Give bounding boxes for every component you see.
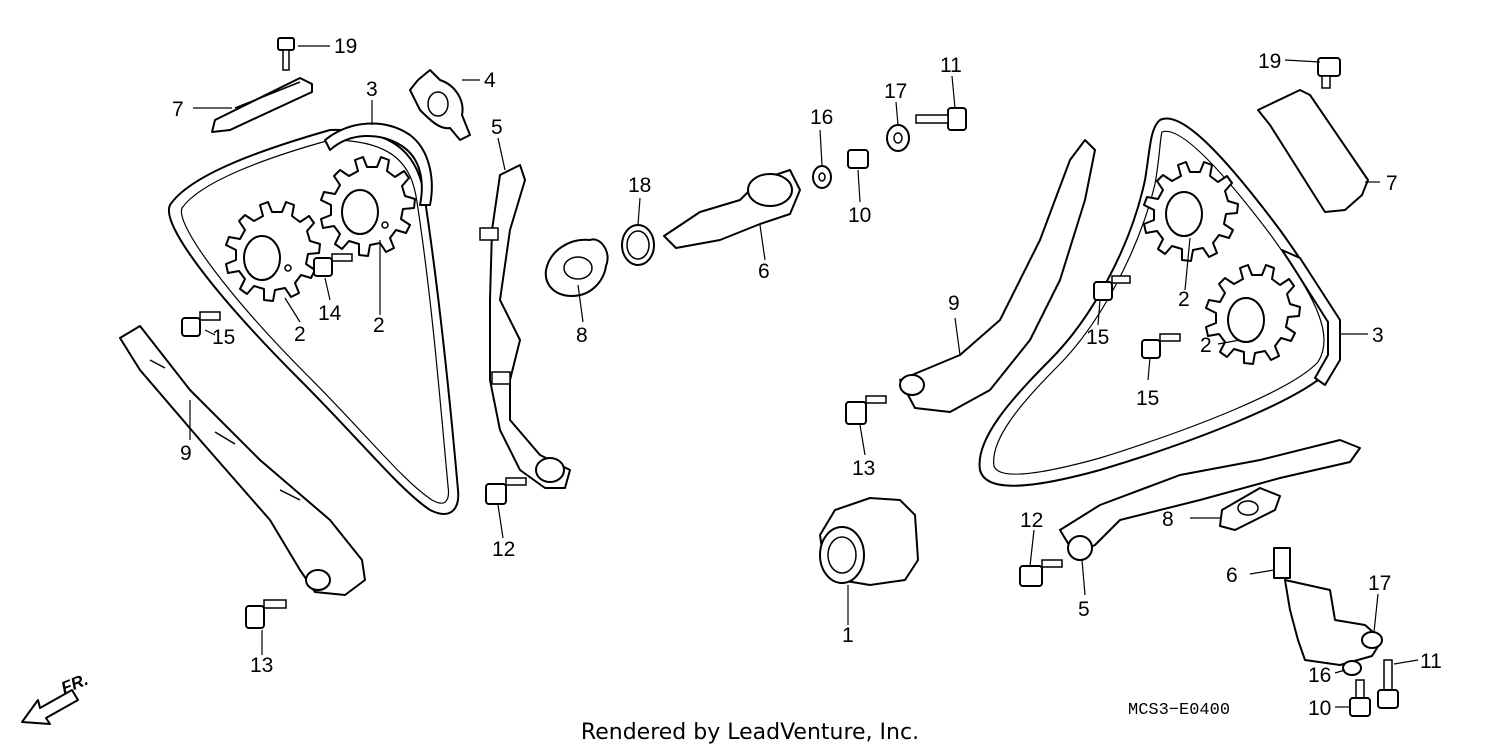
label-6-top: 6	[758, 260, 770, 283]
label-6-right: 6	[1226, 564, 1238, 587]
left-bolt-13	[245, 599, 287, 629]
right-tensioner-lifter	[1273, 547, 1383, 666]
credit-text: Rendered by LeadVenture, Inc.	[581, 720, 919, 745]
label-5-right: 5	[1078, 598, 1090, 621]
bolt-10-top	[847, 149, 869, 169]
chain-guide-plate	[409, 69, 471, 141]
label-11-top: 11	[940, 54, 962, 77]
label-19-right: 19	[1258, 50, 1281, 73]
label-5-left: 5	[491, 116, 503, 139]
label-2-left-a: 2	[294, 323, 306, 346]
right-cam-chain	[978, 117, 1339, 487]
label-7-left: 7	[172, 98, 184, 121]
right-guide-5	[1059, 439, 1361, 561]
right-cam-sprocket-lower	[1205, 264, 1301, 365]
left-gasket	[544, 238, 609, 297]
arrow-icon	[21, 689, 79, 725]
right-washer-17	[1361, 631, 1383, 649]
washer-16	[812, 165, 832, 189]
leader-lines	[189, 45, 1419, 708]
right-gasket	[1219, 487, 1281, 531]
right-chain-segment	[1281, 249, 1341, 386]
label-15-right-a: 15	[1086, 326, 1109, 349]
label-8-left: 8	[576, 324, 588, 347]
bolt-14	[313, 253, 353, 277]
label-7-right: 7	[1386, 172, 1398, 195]
label-10-top: 10	[848, 204, 871, 227]
left-tensioner-arm	[119, 325, 366, 596]
label-18: 18	[628, 174, 651, 197]
left-chain-guide-5	[479, 164, 571, 489]
label-17-right: 17	[1368, 572, 1391, 595]
right-bolt-10	[1349, 679, 1371, 717]
label-4: 4	[484, 69, 496, 92]
label-14: 14	[318, 302, 342, 325]
left-chain-guide-top	[211, 77, 313, 133]
right-bolt-15-upper	[1093, 275, 1131, 301]
label-13-right: 13	[852, 457, 875, 480]
label-12-right: 12	[1020, 509, 1043, 532]
o-ring	[621, 224, 655, 266]
label-16-top: 16	[810, 106, 833, 129]
front-direction-indicator: FR.	[21, 670, 91, 725]
left-bolt-15	[181, 311, 221, 337]
left-cam-sprocket-upper	[320, 156, 416, 257]
right-cam-sprocket-upper	[1143, 161, 1239, 262]
right-bolt-15-lower	[1141, 333, 1181, 359]
label-9-right: 9	[948, 292, 960, 315]
label-2-right-a: 2	[1178, 288, 1190, 311]
label-10-right: 10	[1308, 697, 1331, 720]
left-cam-sprocket-lower	[225, 201, 321, 302]
right-washer-16	[1342, 660, 1362, 676]
label-2-left-b: 2	[373, 314, 385, 337]
label-3-right: 3	[1372, 324, 1384, 347]
left-chain-segment	[324, 122, 433, 206]
label-17-top: 17	[884, 80, 907, 103]
label-19-left: 19	[334, 35, 357, 58]
right-bolt-12	[1019, 559, 1063, 587]
fr-label: FR.	[58, 670, 91, 698]
right-bolt-13	[845, 395, 887, 425]
tensioner-lifter	[663, 169, 801, 249]
label-1: 1	[842, 624, 854, 647]
label-16-right: 16	[1308, 664, 1331, 687]
washer-17-top	[886, 124, 910, 152]
left-cam-chain	[167, 128, 460, 515]
label-12-left: 12	[492, 538, 515, 561]
label-15-right-b: 15	[1136, 387, 1159, 410]
right-chain-guide-top	[1257, 89, 1369, 213]
part-labels: 19 7 3 4 5 15 2 14 2 9 13 12 8 18 6 16 1…	[172, 35, 1442, 720]
label-13-left: 13	[250, 654, 273, 677]
label-11-right: 11	[1420, 650, 1442, 673]
right-bolt-11	[1377, 659, 1399, 709]
label-15-left: 15	[212, 326, 235, 349]
label-9-left: 9	[180, 442, 192, 465]
right-guide-9	[899, 139, 1096, 413]
right-bolt-19	[1317, 57, 1341, 89]
label-8-right: 8	[1162, 508, 1174, 531]
crank-sprocket	[819, 497, 919, 586]
left-bolt-12	[485, 477, 527, 505]
label-2-right-b: 2	[1200, 334, 1212, 357]
left-bolt-19	[277, 37, 295, 71]
label-3-left: 3	[366, 78, 378, 101]
bolt-11-top	[915, 107, 967, 131]
diagram-code: MCS3−E0400	[1128, 701, 1230, 720]
